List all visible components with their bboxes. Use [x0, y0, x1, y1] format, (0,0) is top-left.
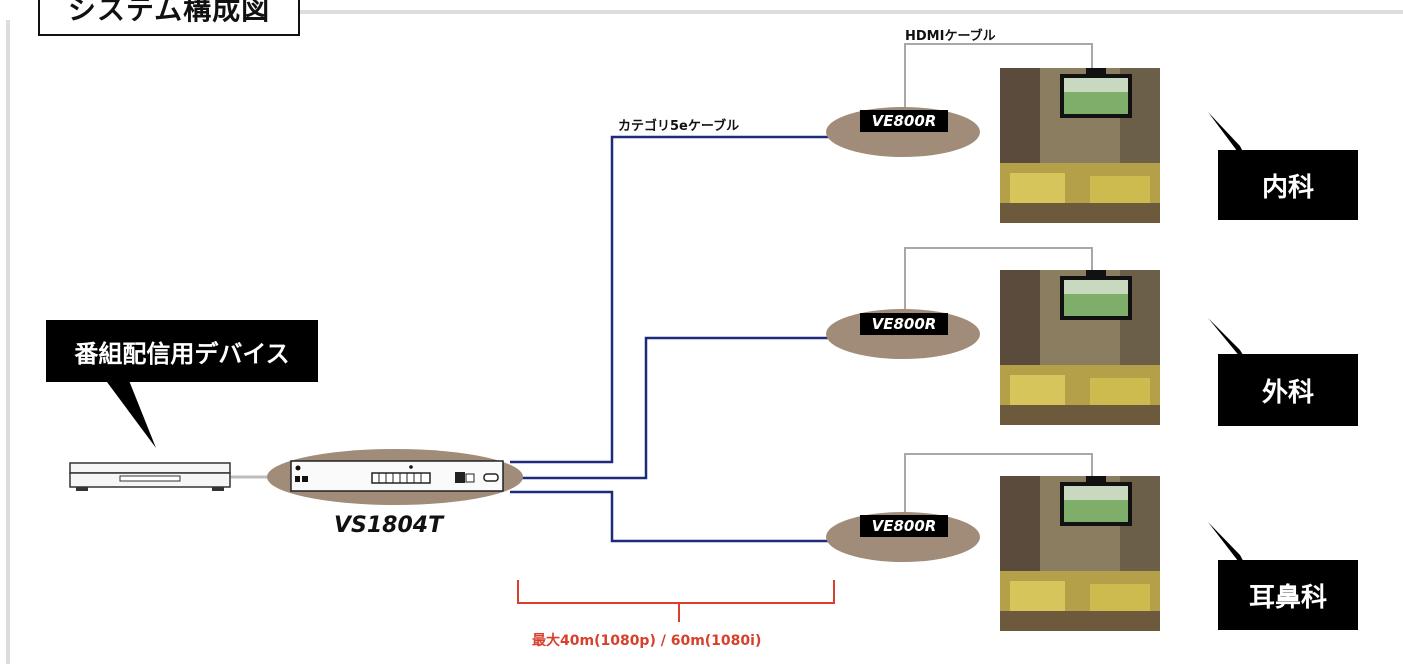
frame-top-border [300, 10, 1403, 14]
cat-cable-3 [510, 490, 836, 543]
room-photo-1 [1000, 68, 1160, 223]
department-label-jibika: 耳鼻科 [1218, 560, 1358, 630]
source-device-label: 番組配信用デバイス [46, 320, 318, 382]
distance-bracket [517, 580, 835, 622]
transmitter-model-label: VS1804T [334, 513, 444, 538]
hdmi-cable-2 [904, 247, 1093, 318]
hdmi-cable-1 [904, 43, 1093, 115]
distance-range-label: 最大40m(1080p) / 60m(1080i) [532, 633, 762, 649]
diagram-title: システム構成図 [38, 0, 300, 36]
department-label-naika: 内科 [1218, 150, 1358, 220]
switch-unit-icon [290, 460, 504, 492]
room-photo-3 [1000, 476, 1160, 631]
hdmi-cable-label: HDMIケーブル [905, 29, 996, 44]
category-cable-label: カテゴリ5eケーブル [618, 119, 740, 134]
receiver-label-2: VE800R [860, 313, 948, 335]
receiver-label-3: VE800R [860, 515, 948, 537]
pointer-source [104, 378, 156, 448]
frame-left-border [6, 20, 10, 664]
hdmi-cable-3 [904, 453, 1093, 519]
department-label-geka: 外科 [1218, 354, 1358, 426]
player-device-icon [69, 462, 231, 491]
cat-cable-1 [510, 135, 836, 464]
receiver-label-1: VE800R [860, 110, 948, 132]
room-photo-2 [1000, 270, 1160, 425]
cat-cable-2 [518, 336, 836, 480]
